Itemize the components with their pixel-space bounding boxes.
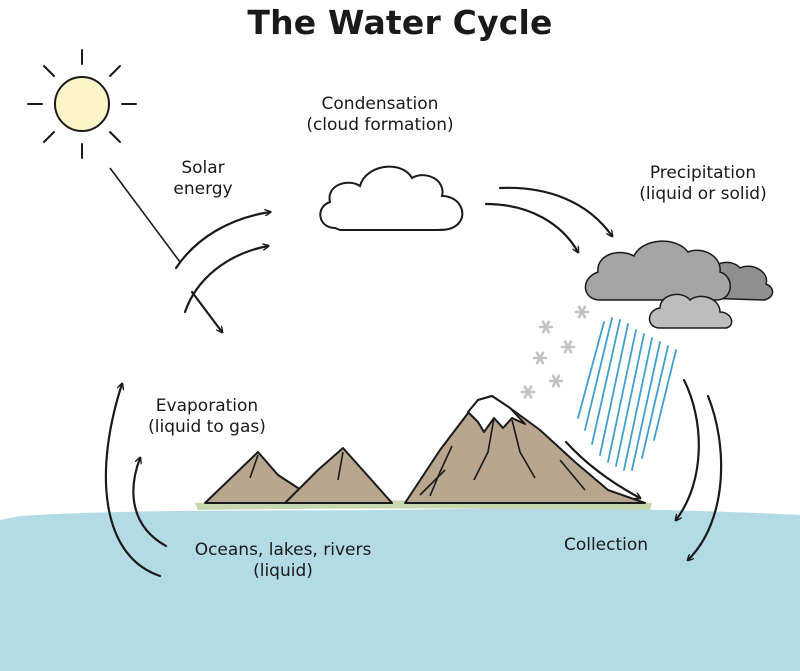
sun-ray-line	[109, 167, 181, 263]
ocean-water	[0, 508, 800, 671]
rain-cloud-front	[648, 293, 733, 329]
label-line: Evaporation	[155, 396, 259, 416]
mountain-snowcap	[467, 395, 526, 433]
snowflake-icon	[560, 340, 576, 354]
label-line: (liquid to gas)	[148, 417, 266, 438]
snowflake-icon	[574, 305, 590, 319]
snowflake-icon	[538, 320, 554, 334]
label-precipitation: Precipitation (liquid or solid)	[606, 163, 800, 206]
label-line: Solar	[181, 158, 225, 178]
condensation-to-precipitation-arrow-upper	[498, 186, 612, 236]
process-arrows	[104, 186, 723, 578]
label-line: (cloud formation)	[306, 115, 454, 136]
diagram-title: The Water Cycle	[247, 3, 553, 42]
rain-cloud-main	[584, 240, 731, 301]
runoff-arrow	[564, 440, 640, 498]
label-line: Oceans, lakes, rivers	[194, 540, 372, 560]
rain-clouds	[584, 240, 774, 329]
vapor-arrow-lower	[183, 246, 268, 314]
sun	[27, 49, 137, 159]
label-line: energy	[173, 179, 233, 200]
mountains	[204, 395, 646, 504]
mountain-right	[404, 395, 646, 504]
evaporation-arrow-inner	[132, 458, 168, 548]
solar-energy-arrow	[190, 290, 222, 332]
label-line: Condensation	[321, 94, 439, 114]
rain	[577, 317, 677, 471]
condensation-cloud-icon	[319, 165, 464, 231]
label-line: (liquid)	[253, 561, 313, 582]
snowflakes	[520, 305, 590, 399]
snowflake-icon	[548, 374, 564, 388]
condensation-to-precipitation-arrow-lower	[484, 202, 578, 252]
vapor-arrow-upper	[174, 212, 270, 270]
snowflake-icon	[520, 385, 536, 399]
label-line: (liquid or solid)	[639, 184, 767, 205]
label-water-body: Oceans, lakes, rivers (liquid)	[152, 540, 414, 583]
snowflake-icon	[532, 351, 548, 365]
collection-arrow-inner	[676, 378, 700, 520]
label-line: Collection	[563, 535, 649, 555]
label-line: Precipitation	[649, 163, 757, 183]
label-collection: Collection	[534, 535, 678, 556]
evaporation-arrow-outer	[104, 384, 162, 578]
label-condensation: Condensation (cloud formation)	[270, 94, 490, 137]
collection-arrow-outer	[688, 394, 723, 560]
label-evaporation: Evaporation (liquid to gas)	[112, 396, 302, 439]
label-solar-energy: Solar energy	[148, 158, 258, 201]
sun-disc	[54, 76, 110, 132]
